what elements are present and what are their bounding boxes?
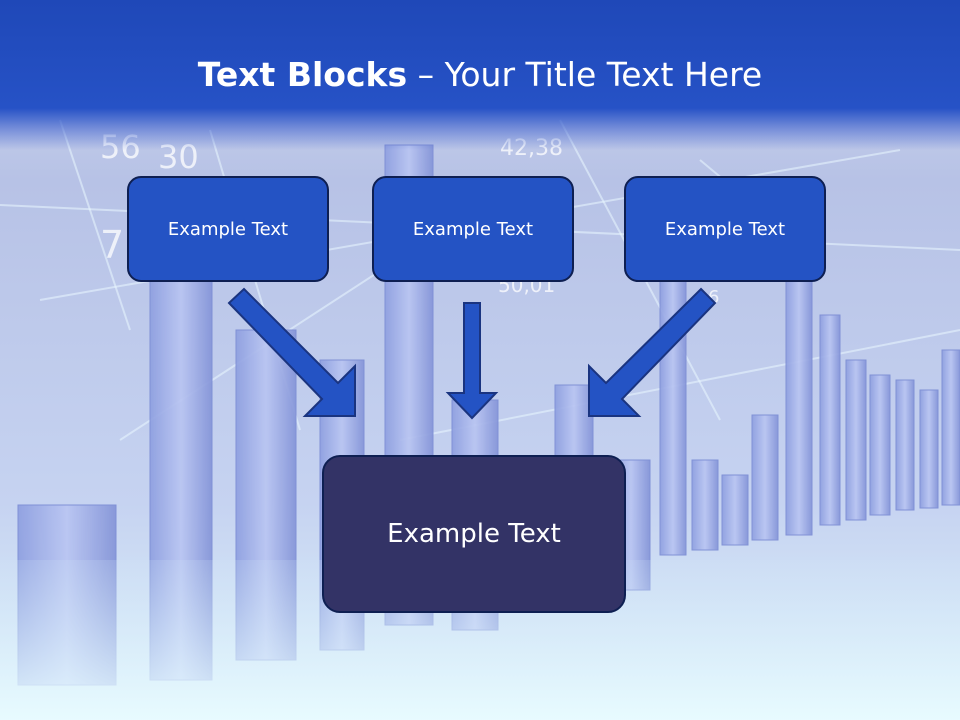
background-figure: 7 — [100, 223, 124, 267]
slide-title[interactable]: Text Blocks – Your Title Text Here — [0, 52, 960, 98]
title-band — [0, 0, 960, 150]
text-block-2[interactable]: Example Text — [372, 176, 574, 282]
text-block-label: Example Text — [664, 218, 786, 240]
target-text-block[interactable]: Example Text — [322, 455, 626, 613]
slide-title-bold: Text Blocks — [197, 55, 408, 94]
background-figure: 6 — [708, 287, 719, 308]
slide-title-rest: – Your Title Text Here — [407, 55, 763, 94]
target-text-block-label: Example Text — [387, 519, 561, 549]
text-block-1[interactable]: Example Text — [127, 176, 329, 282]
text-block-label: Example Text — [412, 218, 534, 240]
text-block-label: Example Text — [167, 218, 289, 240]
text-block-3[interactable]: Example Text — [624, 176, 826, 282]
